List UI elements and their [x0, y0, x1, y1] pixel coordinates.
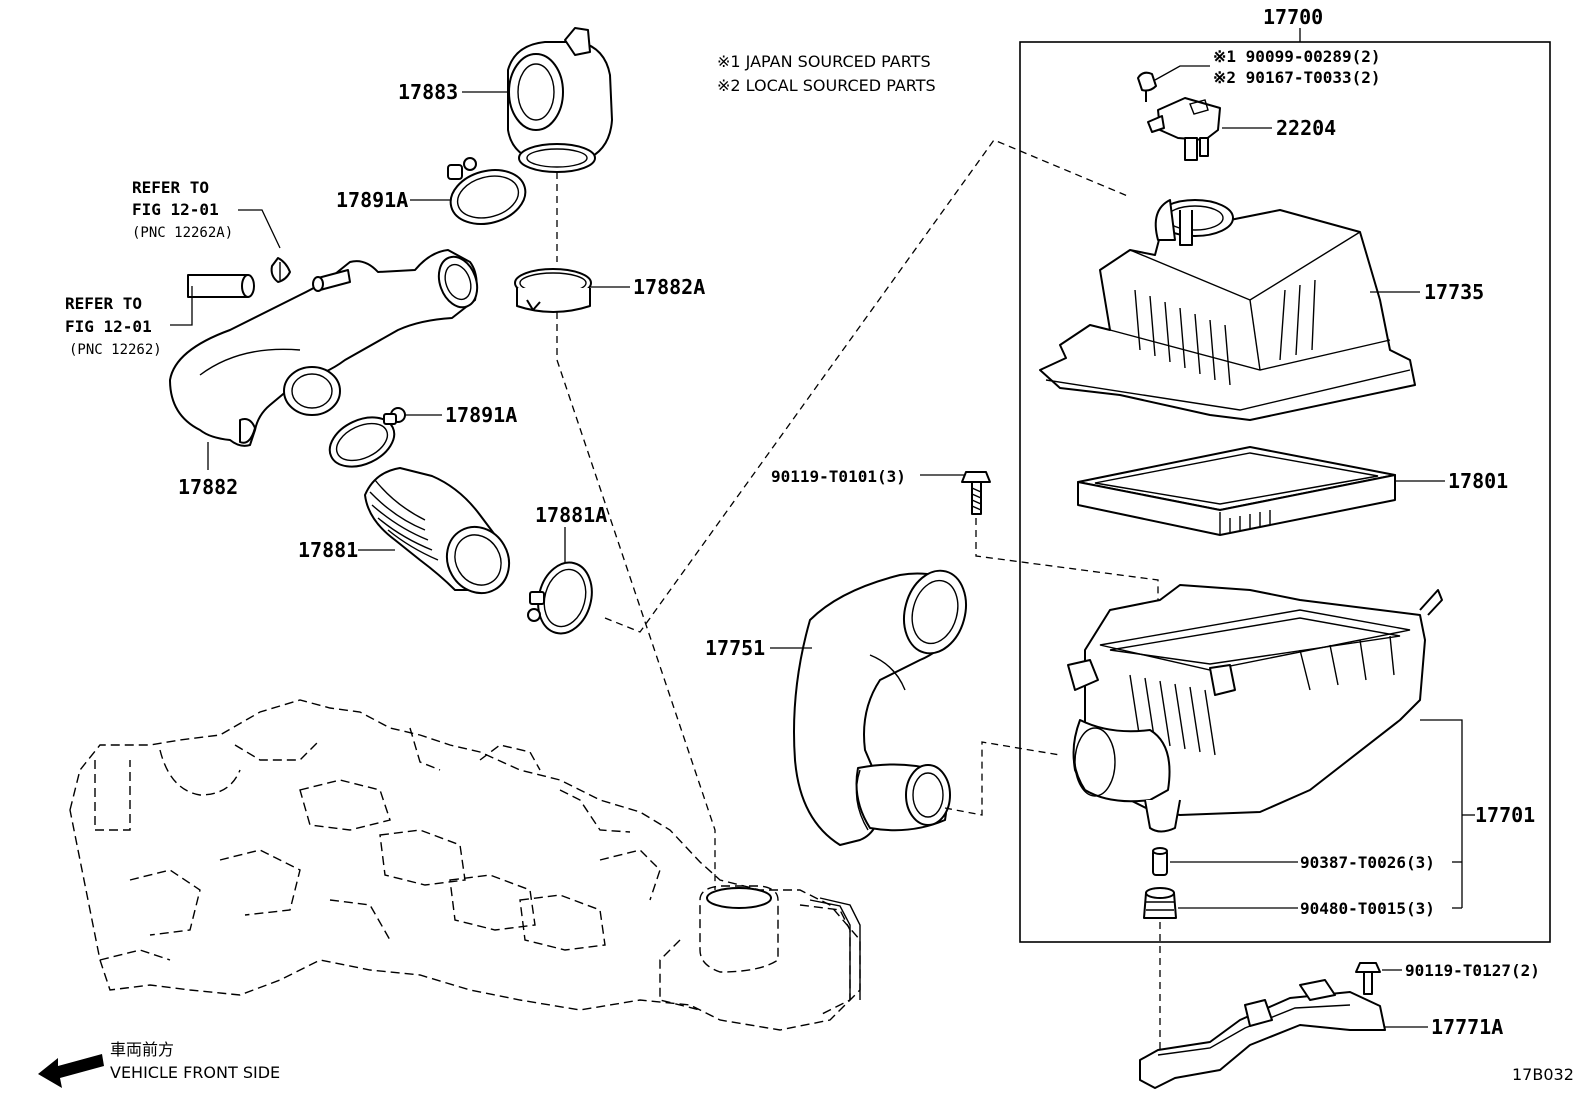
part-label-17751[interactable]: 17751	[705, 636, 765, 660]
bolt-90119-t0127	[1355, 962, 1381, 995]
part-17801-filter-element	[1077, 446, 1396, 536]
part-17891a-top-clamp	[447, 157, 527, 225]
part-label-17881[interactable]: 17881	[298, 538, 358, 562]
part-17891a-mid-clamp	[328, 407, 406, 468]
part-22204-airflow-sensor	[1147, 97, 1221, 161]
cushion-90480	[1143, 887, 1177, 919]
direction-label-en: VEHICLE FRONT SIDE	[110, 1063, 280, 1082]
ref-a-line2: FIG 12-01	[132, 200, 219, 219]
part-17881-bellows-hose	[364, 467, 511, 595]
part-17881a-clamp	[527, 561, 593, 635]
hose-fitting-small	[270, 257, 291, 283]
part-17735-air-cleaner-cap	[1039, 199, 1416, 421]
dashed-leader-17751	[944, 741, 1061, 816]
note-local-sourced: ※2 LOCAL SOURCED PARTS	[717, 76, 936, 95]
dashed-leader-bolt	[975, 518, 1159, 632]
ref-b-line2: FIG 12-01	[65, 317, 152, 336]
engine-ghost-outline	[69, 699, 861, 1031]
ref-a-line3: (PNC 12262A)	[132, 225, 233, 241]
part-17751-elbow-hose	[793, 569, 967, 846]
ref-a-line1: REFER TO	[132, 178, 209, 197]
part-label-17735[interactable]: 17735	[1424, 280, 1484, 304]
pn-290167[interactable]: ※2 90167-T0033(2)	[1213, 68, 1381, 87]
part-label-22204[interactable]: 22204	[1276, 116, 1336, 140]
part-label-17891a-top[interactable]: 17891A	[336, 188, 408, 212]
vehicle-front-arrow-icon	[38, 1054, 104, 1088]
ref-b-line3: (PNC 12262)	[69, 342, 162, 358]
part-17701-air-cleaner-case	[1067, 584, 1443, 833]
figure-code: 17B032	[1512, 1065, 1574, 1084]
pn-190099[interactable]: ※1 90099-00289(2)	[1213, 47, 1381, 66]
pn-90387[interactable]: 90387-T0026(3)	[1300, 853, 1435, 872]
screw-90099	[1137, 71, 1157, 102]
grommet-90387	[1152, 847, 1168, 876]
hose-stub	[187, 274, 255, 298]
direction-label-jp: 車両前方	[110, 1040, 174, 1059]
dashed-leader-17881a	[604, 139, 1131, 633]
part-label-17771a[interactable]: 17771A	[1431, 1015, 1503, 1039]
part-label-17701[interactable]: 17701	[1475, 803, 1535, 827]
part-17883-shape	[507, 27, 613, 173]
note-japan-sourced: ※1 JAPAN SOURCED PARTS	[717, 52, 931, 71]
pn-90119-t0127[interactable]: 90119-T0127(2)	[1405, 961, 1540, 980]
part-17771a-bracket	[1139, 979, 1386, 1089]
part-label-17891a-mid[interactable]: 17891A	[445, 403, 517, 427]
part-17882-intake-pipe	[169, 249, 479, 447]
part-label-17801[interactable]: 17801	[1448, 469, 1508, 493]
part-label-17883[interactable]: 17883	[398, 80, 458, 104]
ref-b-line1: REFER TO	[65, 294, 142, 313]
part-label-17700[interactable]: 17700	[1263, 5, 1323, 29]
pn-90119-t0101[interactable]: 90119-T0101(3)	[771, 467, 906, 486]
part-17882a-clamp	[514, 268, 592, 313]
part-label-17882[interactable]: 17882	[178, 475, 238, 499]
pn-90480[interactable]: 90480-T0015(3)	[1300, 899, 1435, 918]
bolt-90119-t0101	[961, 471, 991, 515]
assembly-box-17700	[1019, 41, 1551, 943]
dashed-leader-17882a	[556, 312, 716, 890]
part-label-17882a[interactable]: 17882A	[633, 275, 705, 299]
part-label-17881a[interactable]: 17881A	[535, 503, 607, 527]
